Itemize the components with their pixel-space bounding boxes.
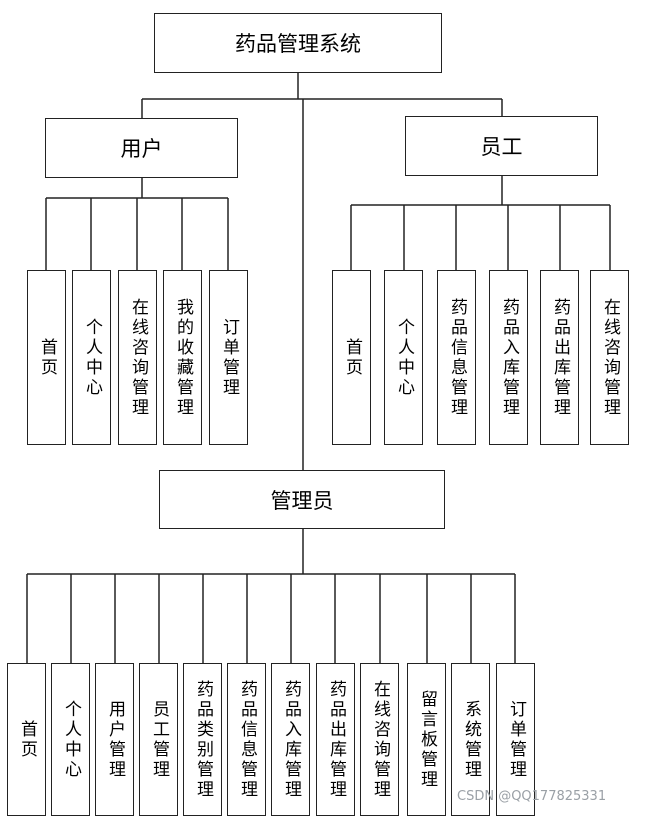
user-child-node: 个人中心 (72, 270, 111, 445)
user-child-label: 我的收藏管理 (173, 297, 193, 418)
staff-child-node: 个人中心 (384, 270, 423, 445)
admin-child-label: 个人中心 (61, 699, 81, 780)
admin-child-node: 药品类别管理 (183, 663, 222, 816)
admin-label: 管理员 (270, 488, 334, 513)
admin-child-node: 用户管理 (95, 663, 134, 816)
user-child-label: 在线咨询管理 (128, 297, 148, 418)
user-node: 用户 (45, 118, 238, 178)
admin-child-node: 药品信息管理 (227, 663, 266, 816)
admin-child-node: 订单管理 (496, 663, 535, 816)
staff-child-label: 药品出库管理 (550, 297, 570, 418)
admin-child-label: 首页 (17, 719, 37, 760)
admin-child-label: 用户管理 (105, 699, 125, 780)
admin-child-node: 药品入库管理 (271, 663, 310, 816)
admin-child-node: 首页 (7, 663, 46, 816)
staff-child-node: 在线咨询管理 (590, 270, 629, 445)
staff-child-label: 药品入库管理 (499, 297, 519, 418)
staff-child-node: 药品出库管理 (540, 270, 579, 445)
admin-child-label: 在线咨询管理 (370, 679, 390, 800)
user-child-node: 在线咨询管理 (118, 270, 157, 445)
admin-child-label: 员工管理 (149, 699, 169, 780)
user-child-label: 订单管理 (219, 317, 239, 398)
admin-child-label: 系统管理 (461, 699, 481, 780)
staff-child-node: 首页 (332, 270, 371, 445)
root-node: 药品管理系统 (154, 13, 442, 73)
admin-child-label: 订单管理 (506, 699, 526, 780)
staff-child-label: 药品信息管理 (447, 297, 467, 418)
staff-child-label: 个人中心 (394, 317, 414, 398)
staff-child-label: 首页 (342, 337, 362, 378)
user-child-label: 首页 (37, 337, 57, 378)
admin-child-node: 在线咨询管理 (360, 663, 399, 816)
staff-child-node: 药品信息管理 (437, 270, 476, 445)
user-child-label: 个人中心 (82, 317, 102, 398)
user-child-node: 首页 (27, 270, 66, 445)
user-label: 用户 (120, 137, 163, 161)
staff-node: 员工 (405, 116, 598, 176)
admin-child-label: 药品类别管理 (193, 679, 213, 800)
staff-child-node: 药品入库管理 (489, 270, 528, 445)
admin-child-node: 员工管理 (139, 663, 178, 816)
user-child-node: 订单管理 (209, 270, 248, 445)
admin-child-node: 药品出库管理 (316, 663, 355, 816)
admin-child-label: 留言板管理 (417, 689, 437, 790)
admin-child-label: 药品出库管理 (326, 679, 346, 800)
admin-node: 管理员 (159, 470, 445, 529)
admin-child-node: 留言板管理 (407, 663, 446, 816)
user-child-node: 我的收藏管理 (163, 270, 202, 445)
admin-child-label: 药品入库管理 (281, 679, 301, 800)
watermark: CSDN @QQ177825331 (457, 789, 607, 804)
admin-child-label: 药品信息管理 (237, 679, 257, 800)
staff-label: 员工 (480, 135, 523, 159)
staff-child-label: 在线咨询管理 (600, 297, 620, 418)
admin-child-node: 个人中心 (51, 663, 90, 816)
root-label: 药品管理系统 (235, 32, 361, 56)
